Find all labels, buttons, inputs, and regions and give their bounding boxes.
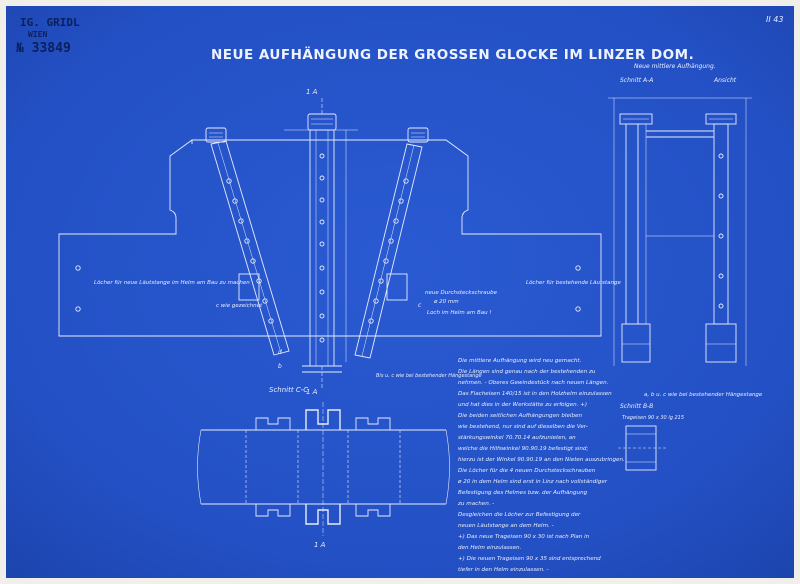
note-line: Die Löcher für die 4 neuen Durchstecksch…: [458, 468, 596, 474]
helm-hole-right: [575, 265, 581, 271]
section-aa-label: Schnitt A-A: [620, 77, 653, 84]
section-bb-note: Trageisen 90 x 30 lg 215: [622, 415, 684, 421]
sheet-number: II 43: [766, 15, 783, 24]
note-line: nehmen. - Oberes Gewindestück nach neuen…: [458, 380, 609, 386]
gusset-plate-left: [238, 273, 260, 301]
blueprint-drawing: IG. GRIDL WIEN № 33849 II 43 NEUE AUFHÄN…: [6, 6, 794, 578]
c-left-label: c wie gezeichnet: [216, 303, 263, 309]
note-line: wie bestehend, nur sind auf dieselben di…: [458, 424, 588, 430]
section-bb-label: Schnitt B-B: [620, 403, 653, 410]
drawing-title: NEUE AUFHÄNGUNG DER GROSSEN GLOCKE IM LI…: [211, 46, 694, 63]
right-header: Neue mittlere Aufhängung.: [634, 63, 716, 70]
note-line: ø 20 in dem Helm sind erst in Linz nach …: [457, 479, 608, 485]
view-label: Ansicht: [713, 77, 737, 84]
helm-hole-left-2: [75, 306, 81, 312]
note-line: welche die Hilfswinkel 90.90.19 befestig…: [458, 446, 588, 452]
note-line: Befestigung des Helmes bzw. der Aufhängu…: [458, 490, 588, 496]
c-right-label: c: [418, 302, 422, 309]
label-d: d: [278, 349, 282, 356]
note-line: Die beiden seitlichen Aufhängungen bleib…: [458, 413, 582, 419]
note-line: und hat dies in der Werkstätte zu erfolg…: [458, 402, 587, 408]
bolt-note: neue Durchsteckschraube: [425, 290, 498, 296]
right-note: Löcher für bestehende Läutstange: [526, 280, 621, 286]
section-bb: [618, 425, 666, 471]
note-line: den Helm einzulassen.: [458, 545, 522, 551]
label-b: b: [278, 363, 282, 370]
label-1a-bottom: 1 A: [306, 388, 318, 396]
note-line: hierzu ist der Winkel 90.90.19 an den Ni…: [458, 457, 625, 463]
note-line: Die mittlere Aufhängung wird neu gemacht…: [458, 358, 582, 364]
note-line: +) Die neuen Trageisen 90 x 35 sind ents…: [458, 556, 601, 562]
stamp-number: № 33849: [16, 41, 71, 56]
hanger-note: Bis u. c wie bei bestehender Hängestange: [376, 373, 482, 379]
right-hanger: [354, 127, 429, 359]
helm-hole-right-2: [575, 306, 581, 312]
yoke-outline: [58, 139, 602, 337]
helm-hole-left: [75, 265, 81, 271]
stamp-line-2: WIEN: [28, 30, 47, 39]
note-line: Das Flacheisen 140/15 ist in den Holzhel…: [458, 391, 612, 397]
note-line: tiefer in den Helm einzulassen. -: [458, 567, 549, 573]
stamp-line-1: IG. GRIDL: [20, 16, 80, 29]
note-line: zu machen. -: [457, 501, 494, 507]
section-aa: [608, 97, 752, 366]
note-line: Die Längen sind genau nach der bestehend…: [458, 369, 596, 375]
gusset-plate-right: [386, 273, 408, 301]
front-view: [58, 98, 602, 388]
front-view-labels: 1 A 1 A Löcher für neue Läutstange im He…: [94, 88, 621, 396]
section-cc: [197, 402, 450, 536]
right-bottom-note: a, b u. c wie bei bestehender Hängestang…: [644, 392, 763, 398]
note-line: Desgleichen die Löcher zur Befestigung d…: [458, 512, 581, 518]
note-line: +) Das neue Trageisen 90 x 30 ist nach P…: [458, 534, 590, 540]
notes-block: Die mittlere Aufhängung wird neu gemacht…: [457, 358, 625, 573]
bolt-size: ø 20 mm: [433, 299, 459, 305]
archive-stamp: IG. GRIDL WIEN № 33849: [16, 16, 80, 56]
label-1a-top: 1 A: [306, 88, 318, 96]
note-line: stärkungswinkel 70.70.14 aufzunieten, an: [458, 435, 576, 441]
blueprint-sheet: IG. GRIDL WIEN № 33849 II 43 NEUE AUFHÄN…: [6, 6, 794, 578]
left-note: Löcher für neue Läutstange im Helm am Ba…: [94, 280, 250, 286]
hole-note: Loch im Helm am Bau !: [427, 310, 492, 316]
section-cc-label: Schnitt C-C: [269, 386, 308, 394]
note-line: neuen Läutstange an dem Helm. -: [458, 523, 554, 529]
section-cc-1a: 1 A: [314, 541, 326, 549]
left-hanger: [205, 127, 290, 356]
